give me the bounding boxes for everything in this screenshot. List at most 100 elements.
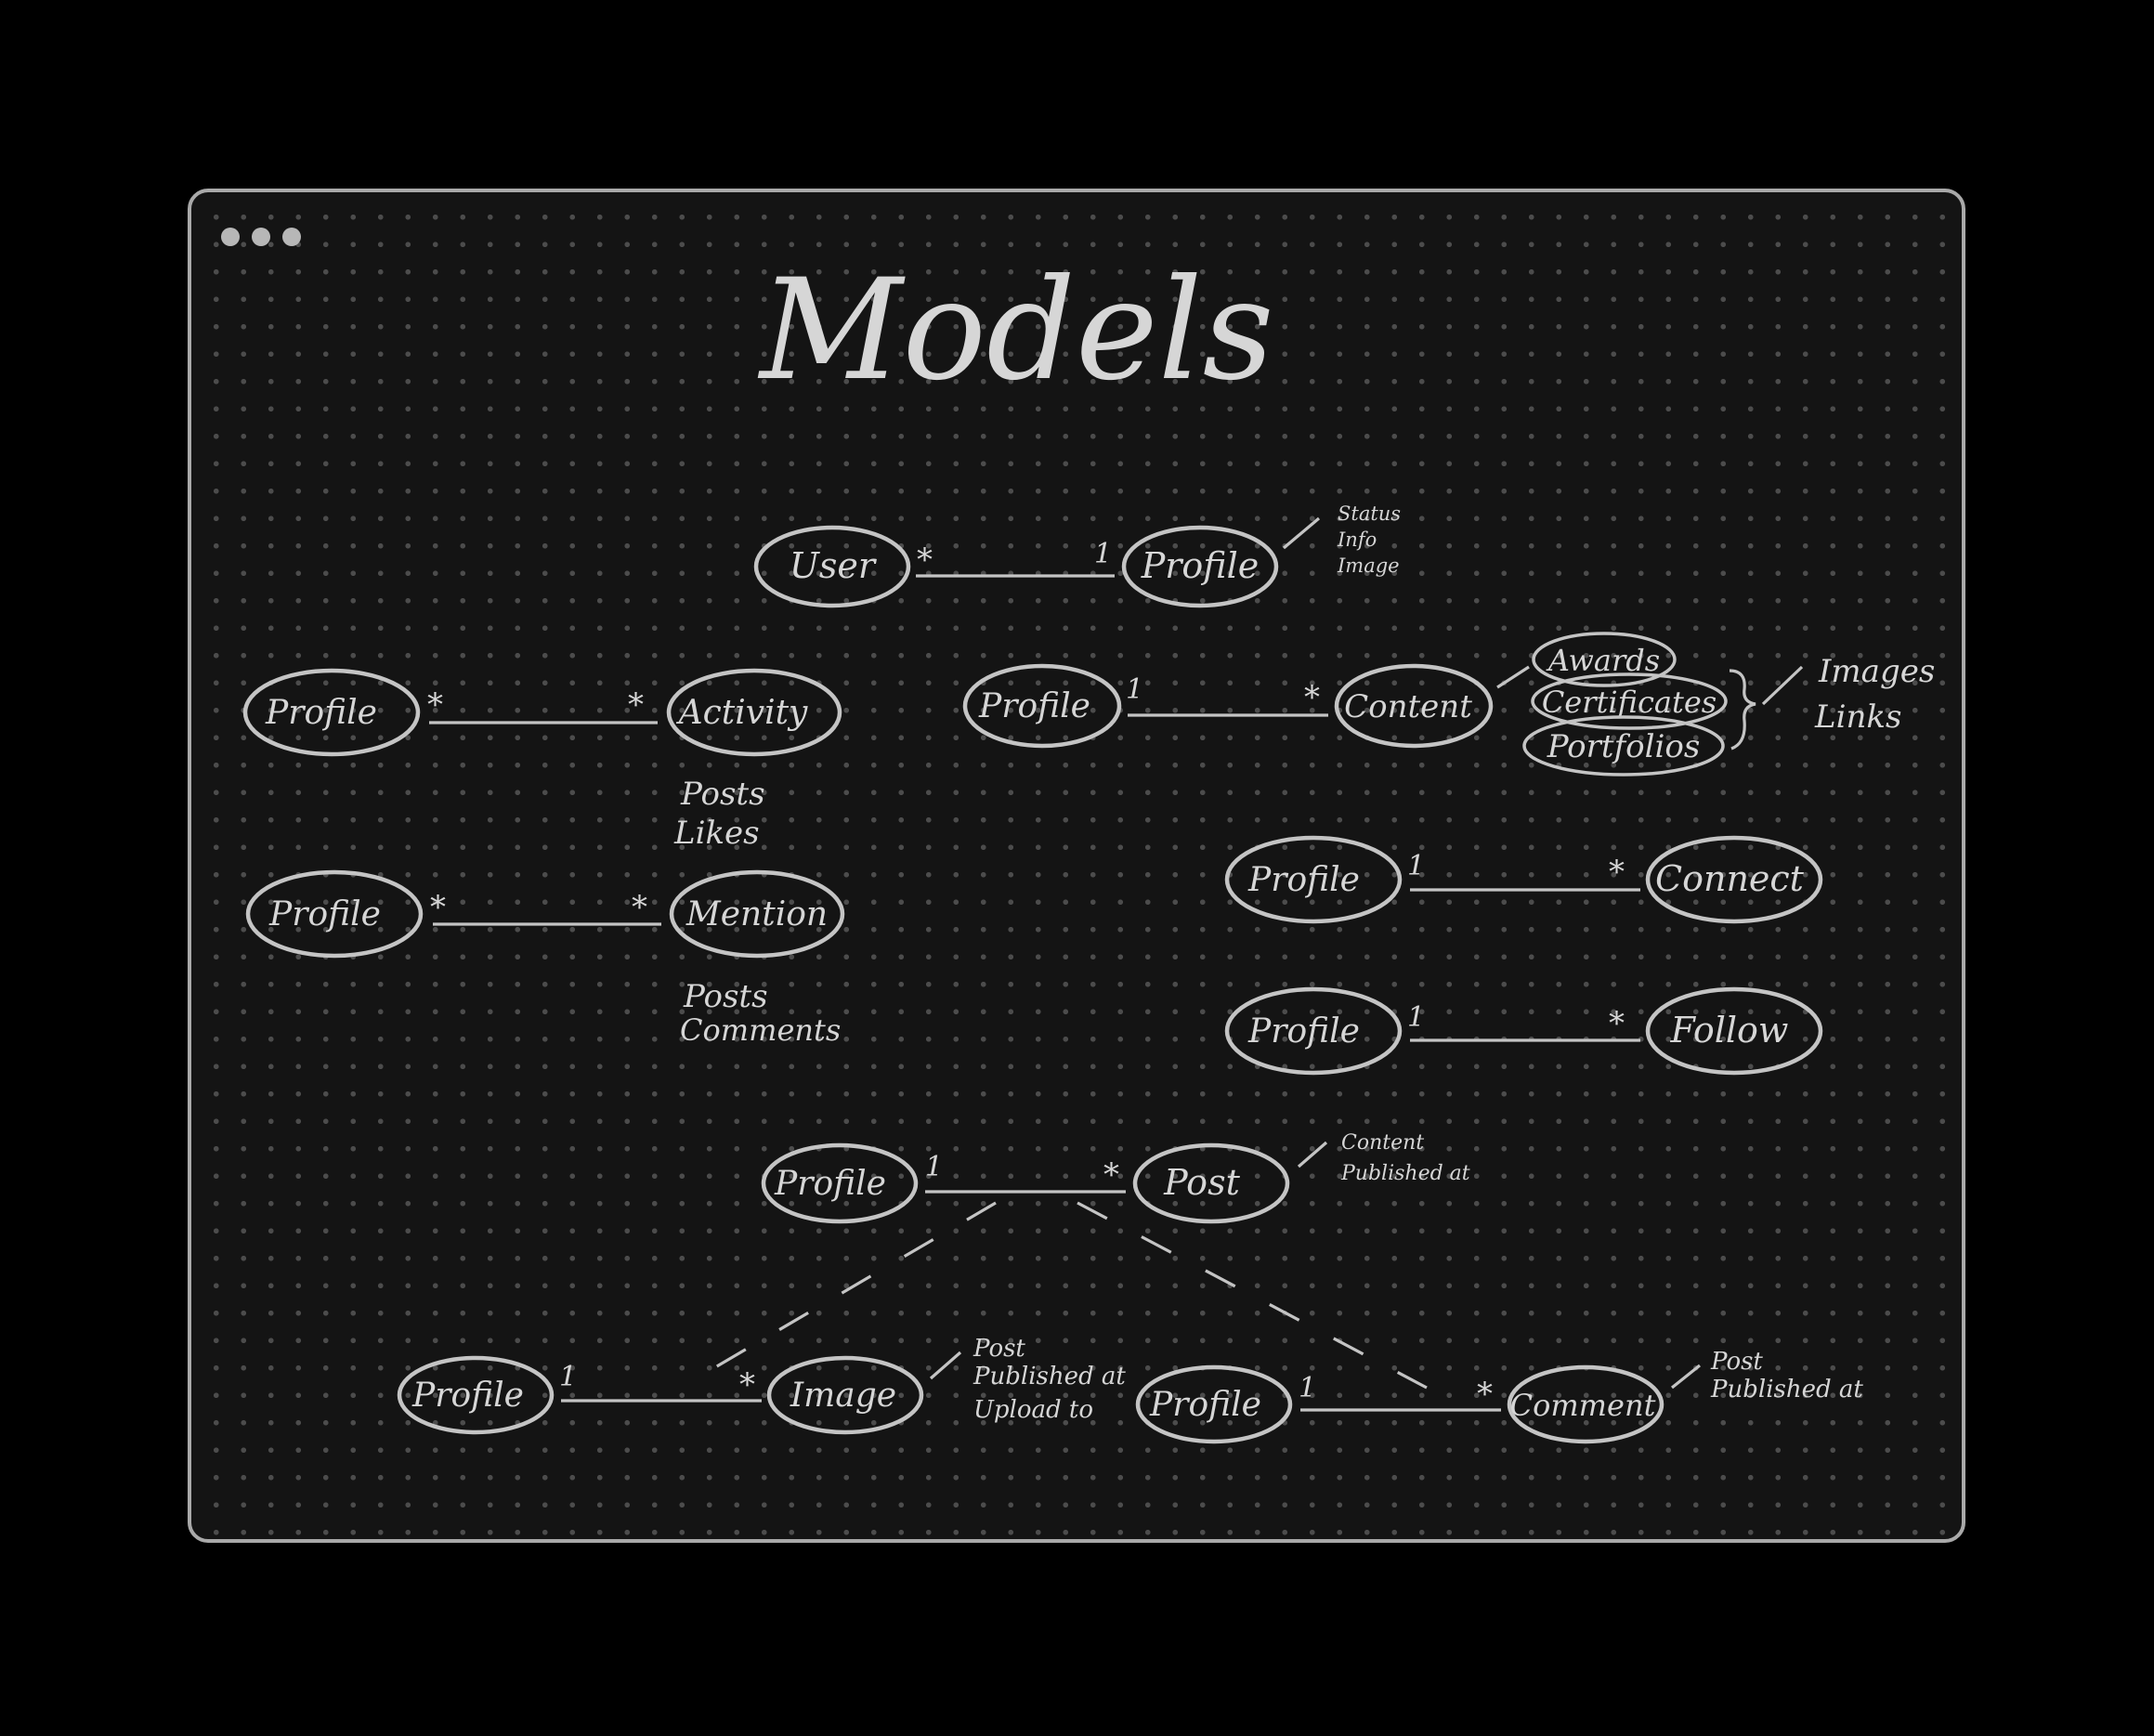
multiplicity-left: 1 xyxy=(1126,673,1143,706)
multiplicity-right: * xyxy=(1609,1005,1625,1042)
relation-profile-content: Profile Content 1 * Awards Certificates … xyxy=(962,632,1935,777)
multiplicity-left: 1 xyxy=(925,1151,943,1183)
window-dot-2[interactable] xyxy=(252,228,270,246)
entity-comment-label: Comment xyxy=(1510,1388,1656,1423)
dashed-link-to-comment xyxy=(1077,1201,1428,1390)
multiplicity-right: * xyxy=(628,686,644,724)
multiplicity-left: 1 xyxy=(1407,1001,1425,1034)
multiplicity-left: * xyxy=(917,542,933,579)
note-line: Published at xyxy=(973,1363,1126,1390)
entity-profile[interactable] xyxy=(1135,1364,1293,1444)
entity-profile[interactable] xyxy=(245,869,424,959)
note-line: Images xyxy=(1818,653,1935,690)
entity-mention-label: Mention xyxy=(685,895,828,933)
subtype-certificates[interactable] xyxy=(1531,672,1728,730)
entity-profile[interactable] xyxy=(397,1355,555,1435)
multiplicity-left: 1 xyxy=(1407,850,1425,882)
subtype-portfolios[interactable] xyxy=(1522,715,1725,777)
entity-profile-label: Profile xyxy=(1149,1386,1261,1424)
entity-profile[interactable] xyxy=(1224,986,1403,1076)
entity-follow[interactable] xyxy=(1645,986,1823,1076)
note-line: Posts xyxy=(683,978,768,1015)
note-pointer xyxy=(1297,1141,1328,1168)
entity-profile-label: Profile xyxy=(1141,545,1260,586)
entity-profile[interactable] xyxy=(1121,525,1279,608)
entity-mention[interactable] xyxy=(669,869,845,959)
multiplicity-right: * xyxy=(1103,1156,1119,1194)
multiplicity-left: * xyxy=(430,889,446,926)
multiplicity-right: 1 xyxy=(1094,538,1112,570)
relation-profile-connect: Profile Connect 1 * xyxy=(1224,835,1823,924)
multiplicity-left: 1 xyxy=(1299,1372,1316,1404)
note-line: Post xyxy=(973,1335,1025,1363)
entity-profile[interactable] xyxy=(962,663,1122,749)
multiplicity-left: 1 xyxy=(559,1361,577,1393)
multiplicity-right: * xyxy=(739,1366,755,1403)
subtype-portfolios-label: Portfolios xyxy=(1547,728,1701,765)
whiteboard-canvas[interactable] xyxy=(188,189,1965,1543)
note-line: Links xyxy=(1814,698,1901,736)
note-line: Posts xyxy=(680,776,765,813)
note-line: Published at xyxy=(1710,1376,1863,1403)
entity-connect[interactable] xyxy=(1645,835,1823,924)
entity-profile-label: Profile xyxy=(268,895,381,933)
note-pointer xyxy=(1671,1364,1701,1390)
note-line: Likes xyxy=(673,815,760,852)
entity-profile-label: Profile xyxy=(411,1377,524,1415)
entity-activity[interactable] xyxy=(666,668,842,757)
entity-image[interactable] xyxy=(766,1355,924,1435)
entity-profile[interactable] xyxy=(242,668,421,757)
entity-activity-label: Activity xyxy=(676,694,808,732)
relation-profile-follow: Profile Follow 1 * xyxy=(1224,986,1823,1076)
note-line: Comments xyxy=(680,1012,841,1048)
note-pointer xyxy=(1282,516,1321,550)
subtype-awards[interactable] xyxy=(1532,632,1677,687)
multiplicity-right: * xyxy=(632,889,647,926)
entity-profile-label: Profile xyxy=(774,1165,886,1203)
entity-image-label: Image xyxy=(790,1377,896,1415)
note-line: Image xyxy=(1337,555,1400,577)
entity-profile[interactable] xyxy=(1224,835,1403,924)
content-branch-line xyxy=(1496,665,1530,689)
entity-content-label: Content xyxy=(1344,688,1472,725)
entity-profile-label: Profile xyxy=(1247,1012,1360,1051)
note-line: Info xyxy=(1337,529,1377,551)
multiplicity-right: * xyxy=(1477,1376,1493,1413)
entity-post[interactable] xyxy=(1132,1142,1290,1224)
diagram-title: Models xyxy=(757,250,1274,411)
note-line: Post xyxy=(1710,1348,1763,1376)
relation-profile-comment: Profile Comment 1 * Post Published at xyxy=(1135,1348,1863,1444)
relation-profile-post: Profile Post 1 * Content Published at xyxy=(761,1131,1470,1224)
entity-profile-label: Profile xyxy=(978,687,1090,725)
subtype-certificates-label: Certificates xyxy=(1542,685,1717,720)
entity-profile-label: Profile xyxy=(1247,861,1360,899)
note-pointer xyxy=(1761,665,1804,706)
entity-comment[interactable] xyxy=(1507,1364,1664,1444)
subtypes-brace xyxy=(1729,669,1756,751)
note-pointer xyxy=(929,1351,962,1380)
multiplicity-right: * xyxy=(1609,854,1625,891)
entity-user[interactable] xyxy=(753,525,911,608)
entity-follow-label: Follow xyxy=(1670,1010,1789,1051)
note-line: Status xyxy=(1338,503,1401,525)
multiplicity-right: * xyxy=(1304,679,1320,716)
window-dot-1[interactable] xyxy=(221,228,240,246)
relation-profile-mention: Profile Mention * * Posts Comments xyxy=(245,869,845,1048)
relation-profile-image: Profile Image 1 * Post Published at Uplo… xyxy=(397,1335,1126,1435)
entity-content[interactable] xyxy=(1334,663,1494,749)
window-controls xyxy=(221,228,301,246)
entity-user-label: User xyxy=(790,545,878,586)
note-line: Upload to xyxy=(973,1396,1093,1424)
note-line: Published at xyxy=(1340,1162,1470,1185)
dashed-link-to-image xyxy=(683,1201,997,1388)
subtype-awards-label: Awards xyxy=(1546,643,1660,678)
relation-user-profile: User Profile * 1 Status Info Image xyxy=(753,503,1401,608)
window-dot-3[interactable] xyxy=(282,228,301,246)
relation-profile-activity: Profile Activity * * Posts Likes xyxy=(242,668,842,852)
note-line: Content xyxy=(1341,1131,1424,1155)
multiplicity-left: * xyxy=(427,686,443,724)
entity-profile-label: Profile xyxy=(265,694,377,732)
entity-profile[interactable] xyxy=(761,1142,919,1224)
